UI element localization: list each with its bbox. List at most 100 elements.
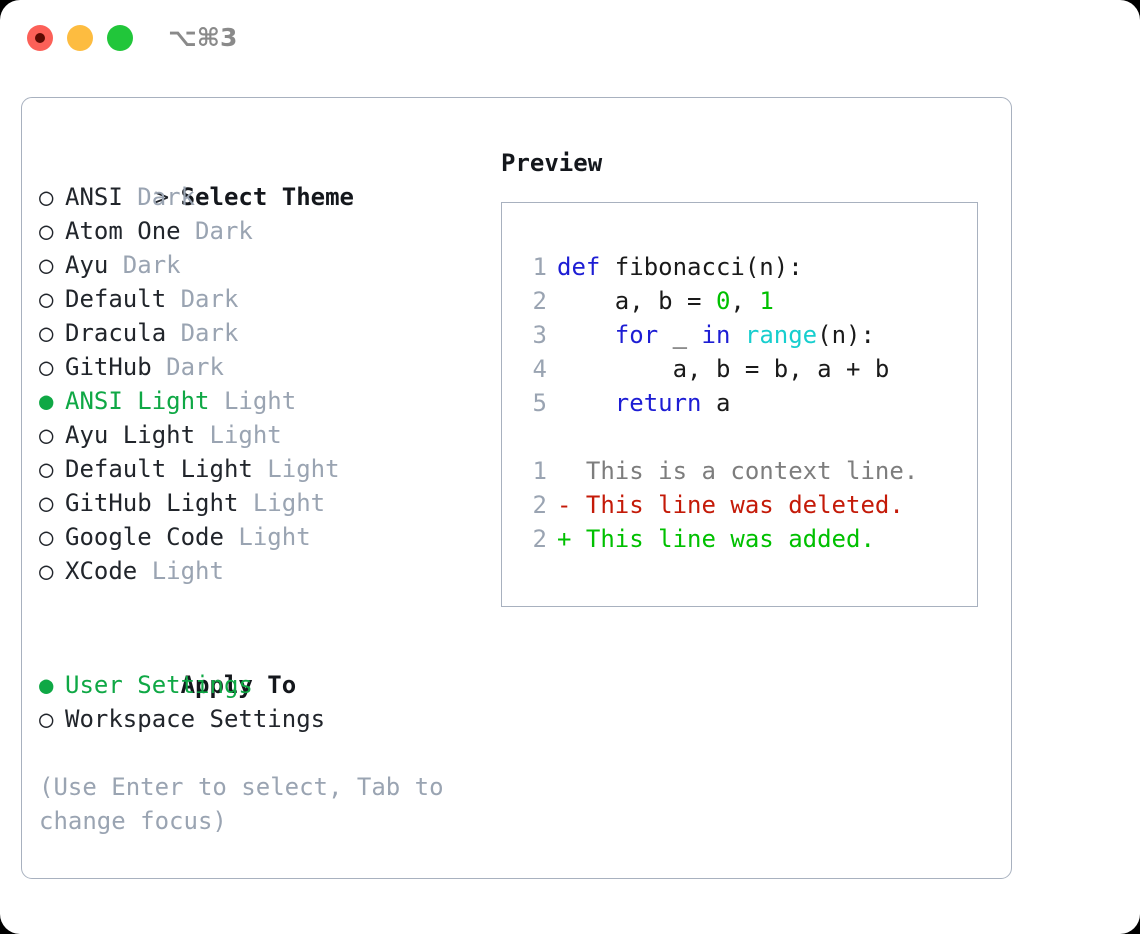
- diff-line-del: 2- This line was deleted.: [519, 488, 918, 522]
- theme-option-default-light[interactable]: ○ Default Light Light: [39, 452, 494, 486]
- theme-list: ○ANSI Dark○Atom One Dark○Ayu Dark○Defaul…: [39, 180, 494, 588]
- radio-unselected-icon: ○: [39, 285, 54, 313]
- line-number: 2: [532, 525, 547, 553]
- line-number: 1: [532, 253, 547, 281]
- apply-to-list: ● User Settings ○ Workspace Settings: [39, 668, 494, 736]
- code-token-txt: [557, 389, 615, 417]
- theme-option-label: GitHub Light: [65, 489, 239, 517]
- keyboard-hint-text: (Use Enter to select, Tab to change focu…: [39, 773, 459, 835]
- diff-text: This line was added.: [571, 525, 875, 553]
- apply-to-option-label: Workspace Settings: [65, 705, 326, 733]
- code-token-num: 0: [715, 287, 731, 315]
- theme-variant-badge: Light: [137, 557, 224, 585]
- theme-variant-badge: Dark: [180, 217, 253, 245]
- theme-picker-pane: >Select Theme ○ANSI Dark○Atom One Dark○A…: [39, 146, 494, 838]
- radio-unselected-icon: ○: [39, 455, 54, 483]
- diff-line-ctx: 1 This is a context line.: [519, 454, 919, 488]
- radio-unselected-icon: ○: [39, 705, 54, 733]
- code-token-num: 1: [759, 287, 774, 315]
- line-number: 2: [532, 491, 547, 519]
- theme-option-ansi[interactable]: ○ ANSI Dark: [39, 180, 494, 214]
- preview-title: Preview: [501, 149, 603, 177]
- code-line: 3 for _ in range(n):: [519, 318, 889, 352]
- apply-to-option-label: User Settings: [65, 671, 253, 699]
- theme-variant-badge: Light: [238, 489, 326, 517]
- theme-option-label: Ayu: [65, 251, 109, 279]
- theme-variant-badge: Light: [223, 523, 311, 551]
- code-token-kw: def: [557, 253, 601, 281]
- maximize-button[interactable]: [107, 25, 133, 51]
- theme-option-github-light[interactable]: ○ GitHub Light Light: [39, 486, 494, 520]
- theme-option-label: Default: [65, 285, 167, 313]
- theme-option-google-code[interactable]: ○Google Code Light: [39, 520, 494, 554]
- radio-unselected-icon: ○: [39, 183, 54, 211]
- code-token-txt: (n):: [817, 321, 875, 349]
- radio-unselected-icon: ○: [39, 217, 54, 245]
- code-token-fn: range: [744, 321, 818, 349]
- theme-option-label: Google Code: [65, 523, 224, 551]
- theme-option-github[interactable]: ○ GitHub Dark: [39, 350, 494, 384]
- title-bar: ⌥⌘3: [0, 0, 1140, 78]
- apply-to-header: Apply To: [39, 634, 494, 699]
- radio-selected-icon: ●: [39, 671, 54, 699]
- line-number: 5: [532, 389, 547, 417]
- theme-variant-badge: Light: [195, 421, 282, 449]
- code-line: 2 a, b = 0, 1: [519, 284, 889, 318]
- section-spacer: [39, 588, 494, 634]
- line-number: 1: [532, 457, 547, 485]
- radio-unselected-icon: ○: [39, 319, 54, 347]
- page-title: Select Theme: [180, 183, 354, 211]
- theme-option-xcode[interactable]: ○ XCode Light: [39, 554, 494, 588]
- theme-variant-badge: Dark: [166, 319, 239, 347]
- theme-variant-badge: Light: [252, 455, 340, 483]
- code-token-kw: for: [614, 321, 659, 349]
- code-token-txt: fibonacci(n):: [600, 253, 803, 281]
- diff-sample: 1 This is a context line.2- This line wa…: [519, 454, 919, 556]
- theme-option-ayu-light[interactable]: ○Ayu Light Light: [39, 418, 494, 452]
- theme-option-default[interactable]: ○ Default Dark: [39, 282, 494, 316]
- diff-marker: +: [557, 525, 572, 553]
- theme-option-atom-one[interactable]: ○Atom One Dark: [39, 214, 494, 248]
- theme-variant-badge: Light: [209, 387, 297, 415]
- theme-option-label: ANSI: [65, 183, 123, 211]
- code-line: 5 return a: [519, 386, 889, 420]
- theme-option-ansi-light[interactable]: ●ANSI Light Light: [39, 384, 494, 418]
- keyboard-shortcut-label: ⌥⌘3: [168, 23, 238, 52]
- radio-unselected-icon: ○: [39, 489, 54, 517]
- code-token-kw: return: [614, 389, 702, 417]
- theme-option-label: Dracula: [65, 319, 167, 347]
- diff-marker: [557, 457, 571, 485]
- minimize-button[interactable]: [67, 25, 93, 51]
- code-line: 4 a, b = b, a + b: [519, 352, 890, 386]
- radio-unselected-icon: ○: [39, 353, 54, 381]
- radio-unselected-icon: ○: [39, 557, 54, 585]
- theme-picker-header: >Select Theme: [39, 146, 494, 211]
- apply-to-option-user-settings[interactable]: ● User Settings: [39, 668, 494, 702]
- line-number: 2: [532, 287, 547, 315]
- theme-option-ayu[interactable]: ○Ayu Dark: [39, 248, 494, 282]
- theme-option-label: Default Light: [65, 455, 253, 483]
- theme-option-label: XCode: [65, 557, 138, 585]
- code-token-txt: [557, 321, 615, 349]
- diff-text: This line was deleted.: [571, 491, 904, 519]
- code-token-kw: in: [701, 321, 731, 349]
- diff-marker: -: [557, 491, 572, 519]
- radio-selected-icon: ●: [39, 387, 54, 415]
- code-line: 1 def fibonacci(n):: [519, 250, 889, 284]
- line-number: 4: [532, 355, 547, 383]
- theme-variant-badge: Dark: [166, 285, 239, 313]
- theme-option-dracula[interactable]: ○ Dracula Dark: [39, 316, 494, 350]
- apply-to-option-workspace-settings[interactable]: ○ Workspace Settings: [39, 702, 494, 736]
- radio-unselected-icon: ○: [39, 251, 54, 279]
- theme-variant-badge: Dark: [122, 183, 196, 211]
- code-token-txt: [730, 321, 744, 349]
- theme-variant-badge: Dark: [151, 353, 224, 381]
- theme-option-label: Ayu Light: [65, 421, 196, 449]
- theme-option-label: GitHub: [65, 353, 152, 381]
- diff-text: This is a context line.: [571, 457, 919, 485]
- record-indicator-icon: [35, 33, 45, 43]
- code-token-txt: a, b = b, a + b: [557, 355, 890, 383]
